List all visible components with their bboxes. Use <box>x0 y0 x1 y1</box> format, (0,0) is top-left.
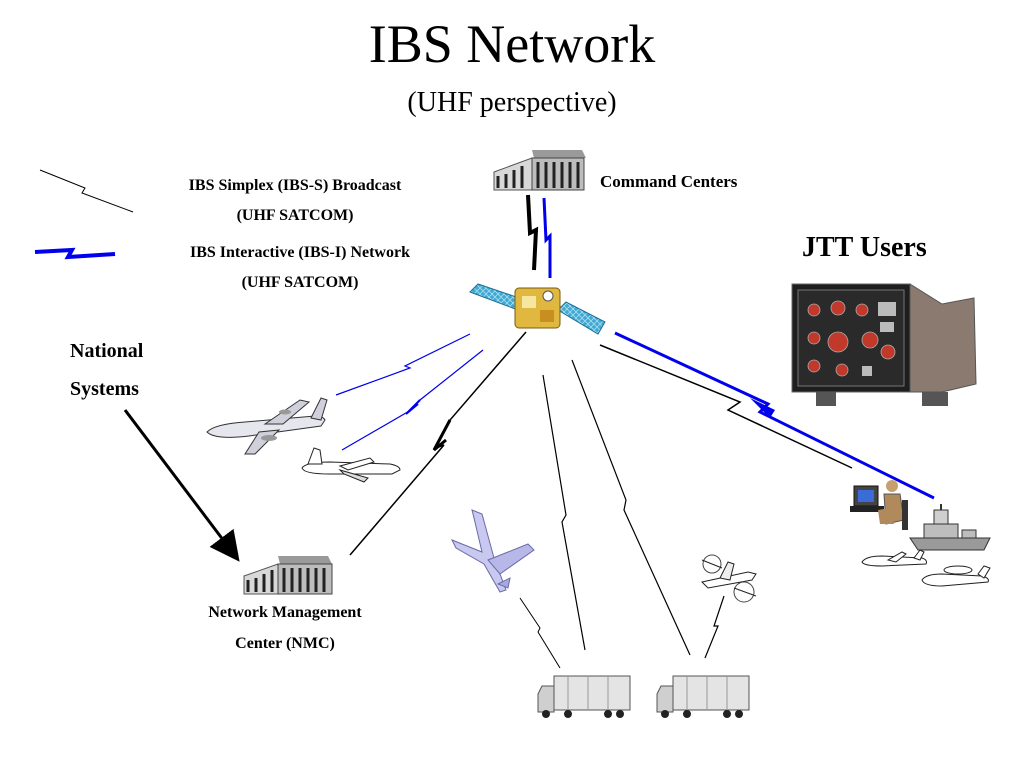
aircraft-icon <box>301 447 401 483</box>
aircraft-icon <box>700 554 757 603</box>
nmc-line1: Network Management <box>208 604 362 621</box>
operator-icon <box>850 480 908 530</box>
aircraft-icon <box>861 549 927 567</box>
link-command-interactive <box>542 197 552 278</box>
national-to-nmc-arrow <box>123 409 240 562</box>
jtt-terminal-icon <box>791 283 977 406</box>
legend-simplex-line1: IBS Simplex (IBS-S) Broadcast <box>188 177 402 194</box>
national-systems-label: National Systems <box>70 332 143 408</box>
link-sat-truck2 <box>571 359 691 656</box>
nmc-label: Network Management Center (NMC) <box>180 597 390 659</box>
truck-icon <box>537 675 631 718</box>
link-sat-nmc <box>349 331 527 556</box>
aircraft-icon <box>921 565 991 587</box>
aircraft-icon <box>206 397 328 455</box>
legend-simplex-line2: (UHF SATCOM) <box>236 207 354 224</box>
link-sat-aircraft1 <box>335 333 471 396</box>
jtt-users-label: JTT Users <box>802 232 927 263</box>
aircraft-icon <box>450 509 535 593</box>
national-line1: National <box>70 340 144 362</box>
link-helo-truck <box>704 595 725 659</box>
legend-interactive-line1: IBS Interactive (IBS-I) Network <box>190 244 410 261</box>
legend-interactive-line2: (UHF SATCOM) <box>241 274 359 291</box>
legend-simplex-label: IBS Simplex (IBS-S) Broadcast (UHF SATCO… <box>150 176 440 226</box>
page-subtitle: (UHF perspective) <box>407 87 617 118</box>
ship-icon <box>909 504 991 551</box>
building-icon <box>493 150 586 191</box>
link-sat-jtt-simplex <box>599 344 853 469</box>
page-title: IBS Network <box>368 14 656 74</box>
truck-icon <box>656 675 750 718</box>
legend-interactive-label: IBS Interactive (IBS-I) Network (UHF SAT… <box>150 243 450 293</box>
link-sat-aircraft2 <box>341 349 484 451</box>
link-command-simplex <box>526 194 539 271</box>
legend-interactive-symbol <box>34 247 116 260</box>
link-sat-truck1 <box>542 374 586 651</box>
legend-simplex-symbol <box>39 169 134 213</box>
command-centers-label: Command Centers <box>600 172 738 191</box>
link-sat-jtt-interactive <box>614 331 935 500</box>
satellite-icon <box>469 283 606 335</box>
building-icon <box>243 556 333 595</box>
national-line2: Systems <box>70 378 139 400</box>
link-jet-truck <box>519 597 561 669</box>
nmc-line2: Center (NMC) <box>235 635 335 652</box>
